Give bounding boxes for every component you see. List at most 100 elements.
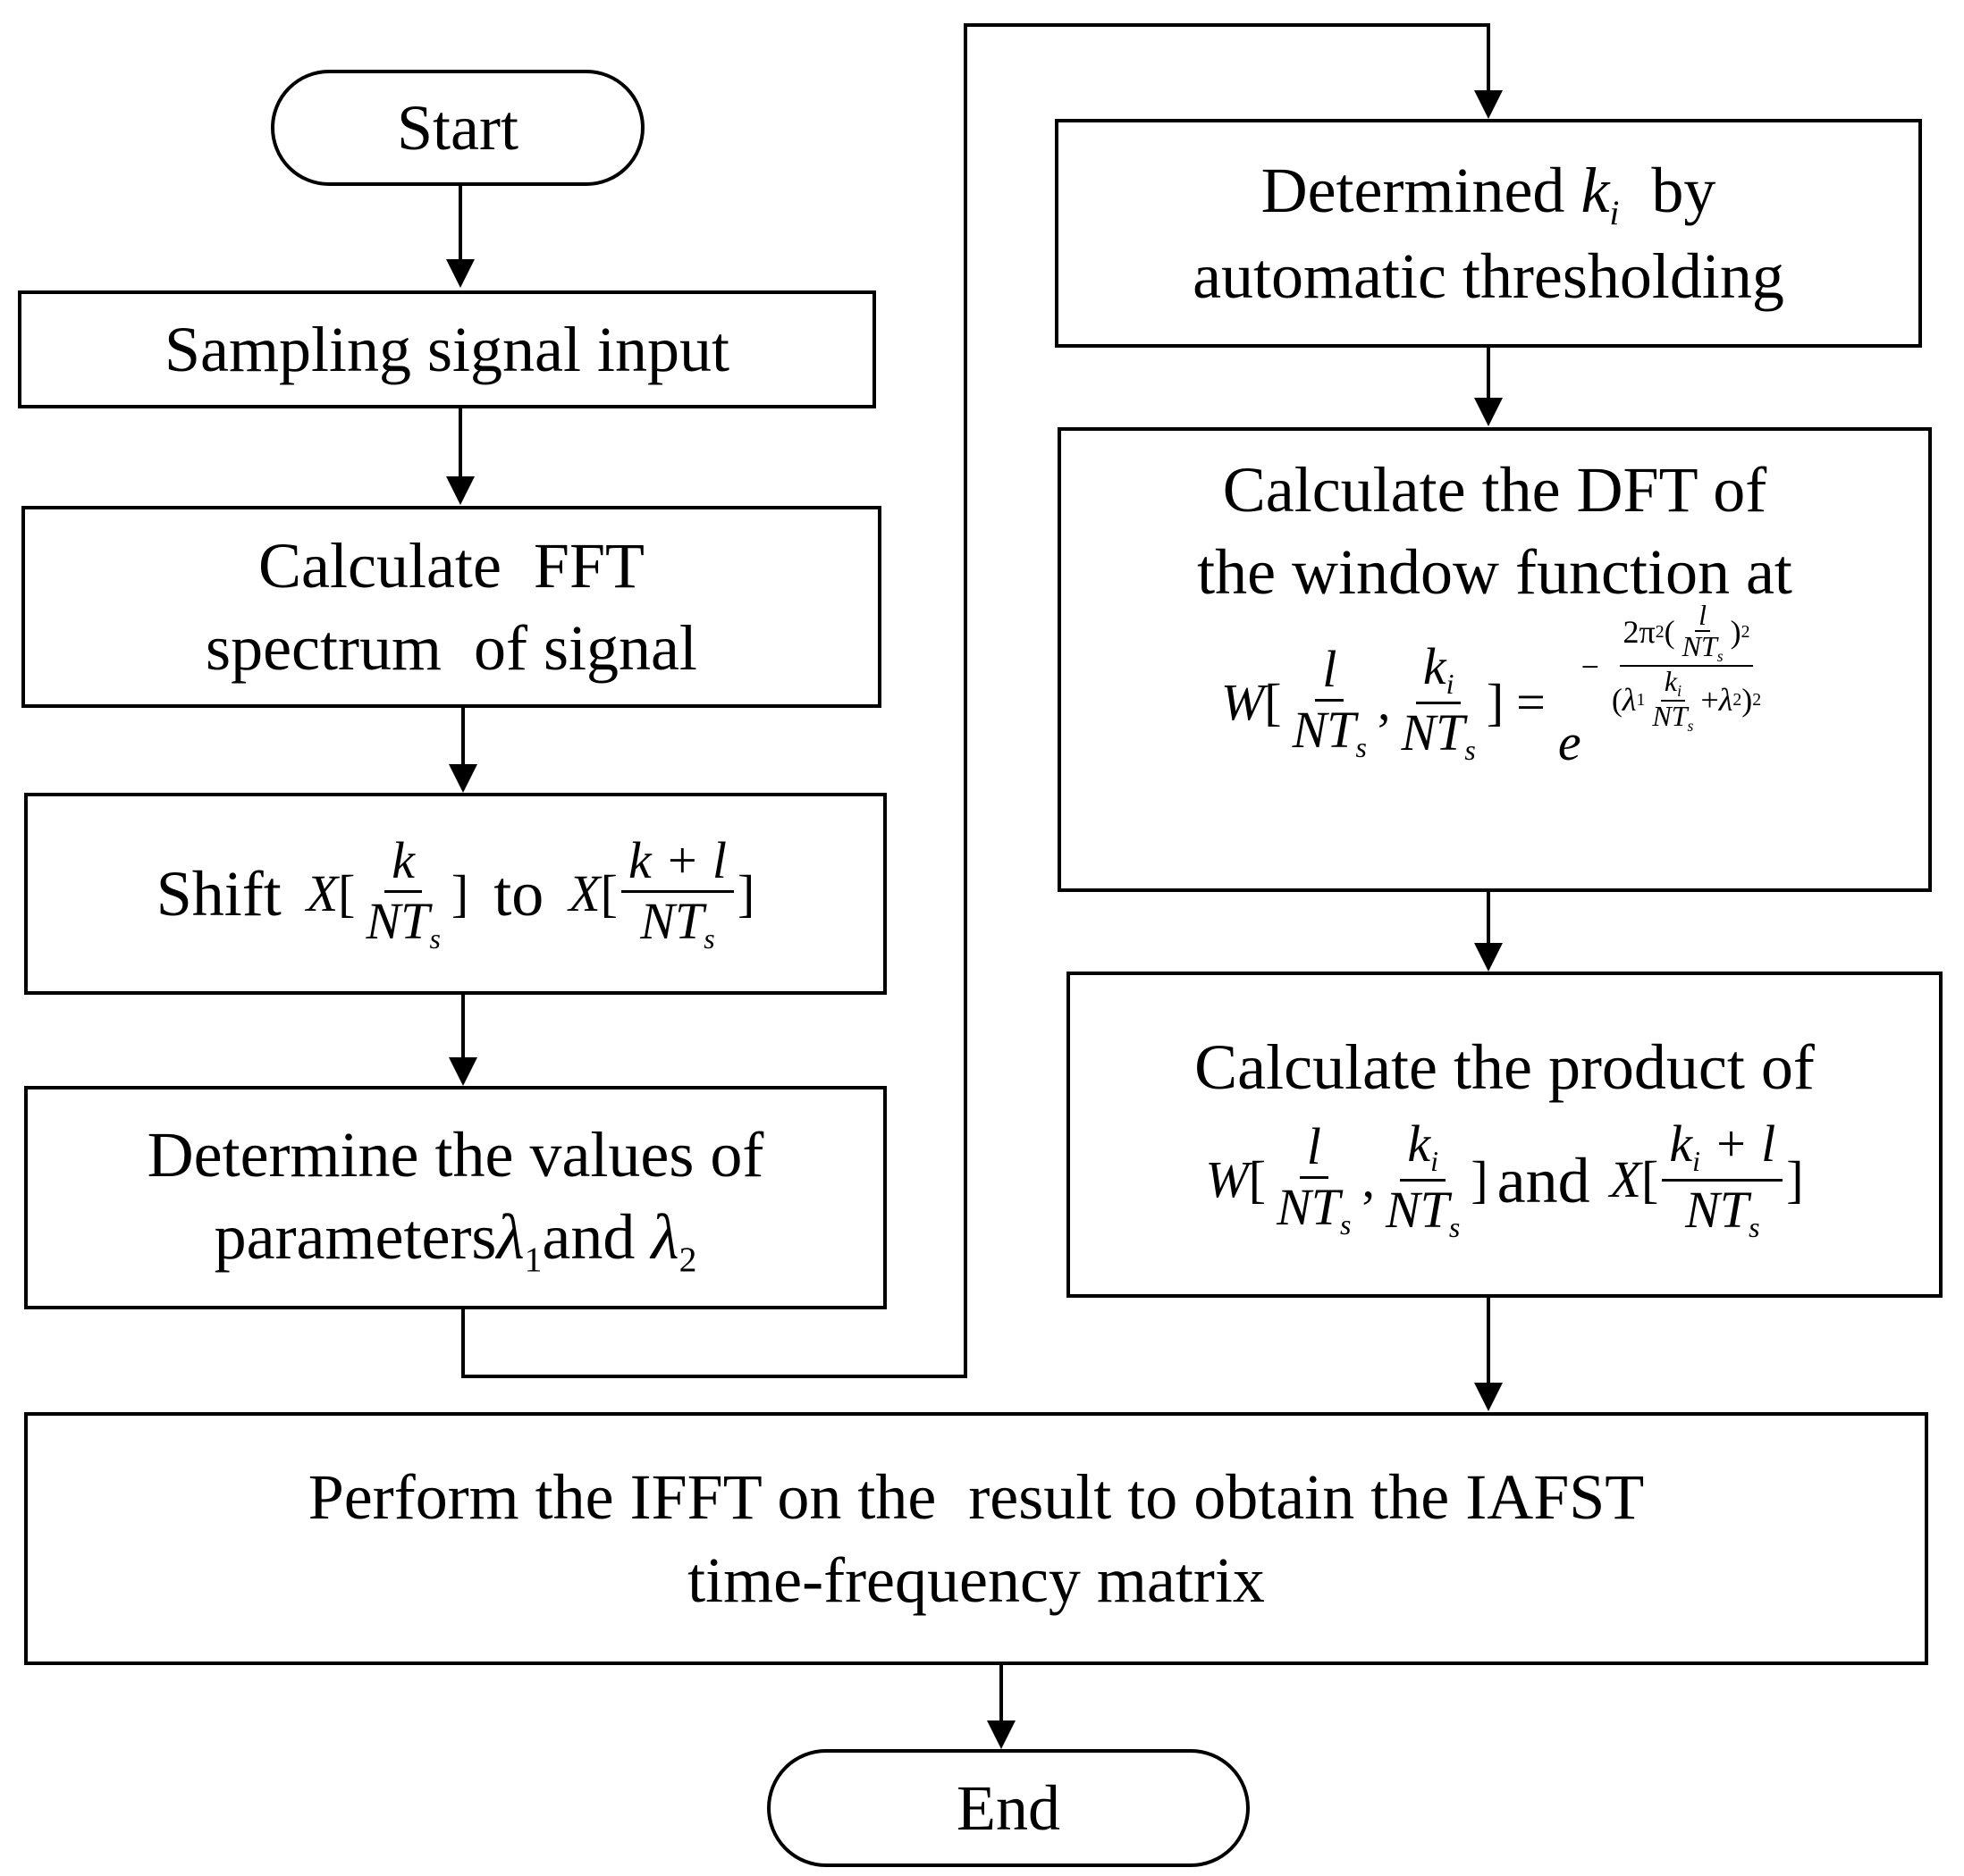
arrowhead-4 — [449, 1057, 477, 1086]
dft-exp-inner-den-sub: s — [1716, 647, 1724, 666]
fraction-den-s: s — [429, 922, 441, 955]
fraction-den-nt: NT — [366, 891, 430, 950]
fraction-num-k: k — [384, 833, 423, 893]
arrowhead-7 — [1474, 943, 1503, 972]
product-frac-kl-plus: + l — [1713, 1115, 1776, 1174]
shift-word: Shift — [156, 857, 282, 930]
determine-k-line-1: Determined ki by — [1261, 149, 1716, 236]
dft-comma: , — [1377, 673, 1391, 732]
dft-frac-l-num: l — [1315, 642, 1344, 702]
k-var: k — [1580, 154, 1610, 226]
bracket-close-1: ] — [451, 863, 469, 922]
arrowhead-5 — [1474, 90, 1503, 119]
start-label: Start — [397, 91, 518, 164]
product-w: W — [1205, 1150, 1249, 1209]
product-frac-k-num: k — [1407, 1115, 1431, 1174]
product-formula: W[ l NTs , ki NTs ] and X[ ki + l NTs ] — [1205, 1115, 1804, 1244]
lambda-1: λ — [496, 1200, 525, 1273]
params-line-2: parametersλ1and λ2 — [215, 1196, 697, 1283]
product-bracket-close-1: ] — [1471, 1150, 1488, 1209]
dft-frac-k: ki NTs — [1394, 637, 1482, 765]
end-label: End — [957, 1771, 1060, 1844]
dft-exp-inner-den: NT — [1682, 630, 1717, 663]
ifft-box: Perform the IFFT on the result to obtain… — [24, 1412, 1928, 1665]
dft-frac-l: l NTs — [1285, 642, 1374, 764]
shift-formula: Shift X[ k NTs ] to X[ k + l NTs ] — [156, 833, 755, 955]
arrowhead-9 — [987, 1720, 1016, 1749]
bracket-open-2: [ — [600, 863, 618, 922]
product-frac-kl-sub: i — [1692, 1146, 1700, 1178]
dft-exp-minus: − — [1580, 648, 1599, 685]
product-box: Calculate the product of W[ l NTs , ki N… — [1066, 972, 1943, 1298]
end-terminal: End — [767, 1749, 1250, 1867]
dft-exp-den-frac-den-sub: s — [1687, 716, 1694, 735]
dft-box: Calculate the DFT of the window function… — [1058, 427, 1932, 892]
product-frac-kl-den: NT — [1685, 1181, 1749, 1240]
arrowhead-3 — [449, 764, 477, 793]
dft-exp-plus: + — [1700, 681, 1719, 718]
params-text: parameters — [214, 1200, 497, 1273]
product-x: X — [1609, 1150, 1642, 1209]
lambda-1-sub: 1 — [524, 1239, 543, 1279]
sampling-box: Sampling signal input — [18, 290, 876, 408]
connector-params-to-right-column — [461, 23, 1490, 1378]
dft-exp-lambda2: λ — [1718, 681, 1733, 718]
product-bracket-close-2: ] — [1786, 1150, 1804, 1209]
dft-frac-k-den: NT — [1401, 702, 1465, 761]
dft-equals: = — [1516, 673, 1546, 732]
dft-frac-l-sub: s — [1355, 732, 1367, 764]
arrowhead-8 — [1474, 1383, 1503, 1411]
product-bracket-open-2: [ — [1641, 1150, 1659, 1209]
dft-w: W — [1220, 673, 1265, 732]
product-frac-l: l NTs — [1269, 1119, 1358, 1241]
fraction-kl-over-nts: k + l NTs — [620, 833, 734, 955]
dft-exp-2pi-sq: 2 — [1655, 622, 1665, 643]
dft-exp-den-frac-den: NT — [1652, 699, 1688, 732]
dft-frac-k-num: k — [1422, 637, 1446, 696]
lambda-2: λ — [651, 1200, 679, 1273]
arrowhead-2 — [446, 476, 475, 505]
params-box: Determine the values of parametersλ1and … — [24, 1086, 887, 1309]
product-frac-l-sub: s — [1340, 1209, 1352, 1241]
fft-box: Calculate FFT spectrum of signal — [21, 506, 881, 708]
fraction-den-s-2: s — [704, 922, 715, 955]
dft-exp-den-frac-num: k — [1664, 664, 1678, 697]
bracket-close-2: ] — [737, 863, 755, 922]
dft-e-base: e — [1557, 713, 1581, 772]
shift-box: Shift X[ k NTs ] to X[ k + l NTs ] — [24, 793, 887, 995]
dft-exp-den-sq: 2 — [1752, 690, 1762, 711]
product-frac-k-den: NT — [1385, 1181, 1449, 1240]
fft-line-1: Calculate FFT — [258, 529, 645, 601]
determine-k-box: Determined ki by automatic thresholding — [1055, 119, 1922, 348]
dft-line-1: Calculate the DFT of — [1222, 454, 1767, 526]
fraction-den-nt-2: NT — [640, 891, 704, 950]
product-frac-kl-den-sub: s — [1749, 1212, 1760, 1244]
product-bracket-open-1: [ — [1248, 1150, 1267, 1209]
params-line-1: Determine the values of — [147, 1118, 764, 1190]
dft-exp-num-sq: 2 — [1741, 622, 1750, 643]
bracket-open-1: [ — [338, 863, 356, 922]
dft-line-2: the window function at — [1197, 536, 1792, 609]
product-frac-l-den: NT — [1277, 1178, 1341, 1237]
determine-k-line-2: automatic thresholding — [1193, 240, 1784, 313]
dft-exp-den-frac-num-sub: i — [1677, 682, 1682, 701]
dft-exp-inner-num: l — [1695, 600, 1711, 633]
start-terminal: Start — [271, 70, 645, 186]
product-frac-k-den-sub: s — [1448, 1212, 1461, 1244]
dft-frac-l-den: NT — [1292, 701, 1356, 760]
dft-bracket-close: ] — [1486, 673, 1505, 732]
product-frac-l-num: l — [1299, 1119, 1328, 1180]
ifft-line-2: time-frequency matrix — [687, 1544, 1265, 1616]
fft-line-2: spectrum of signal — [206, 612, 697, 684]
product-frac-k-sub: i — [1430, 1146, 1438, 1178]
dft-bracket-open: [ — [1264, 673, 1282, 732]
params-and: and — [542, 1200, 636, 1273]
